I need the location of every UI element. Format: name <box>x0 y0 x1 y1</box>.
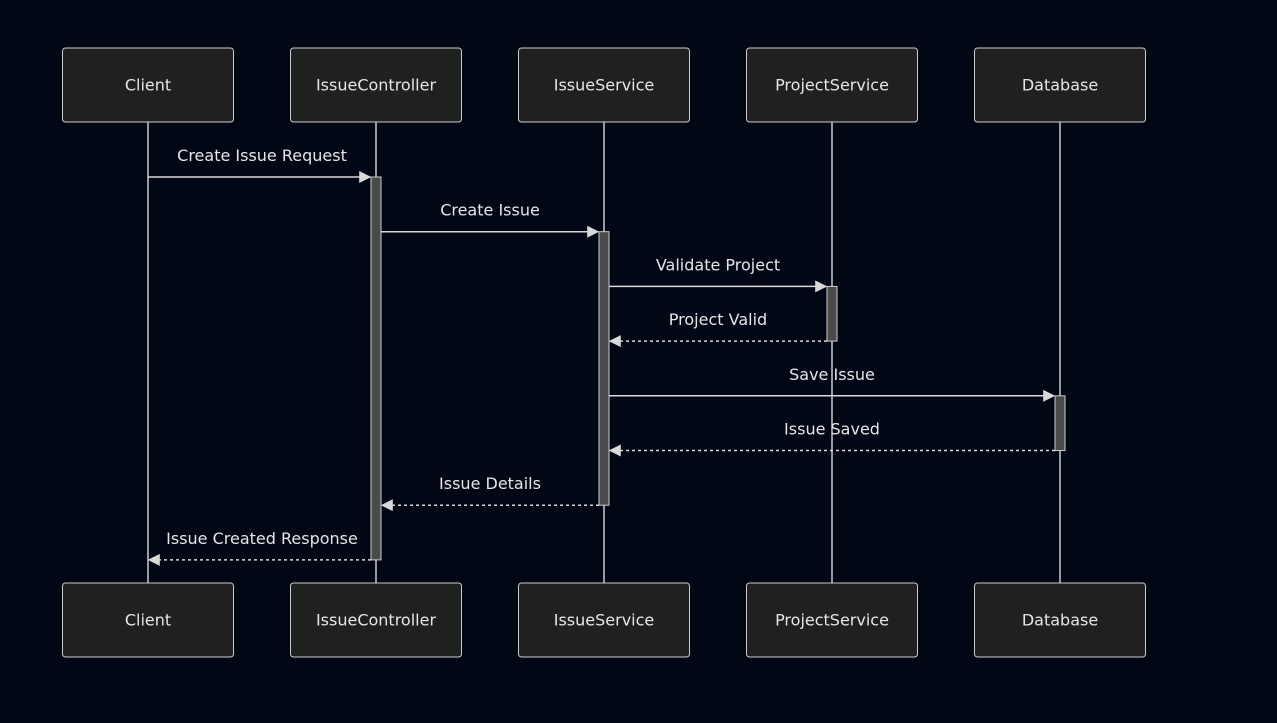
participant-database-top: Database <box>974 47 1146 123</box>
participant-label: IssueController <box>316 611 437 630</box>
participant-box <box>518 47 690 123</box>
participant-box <box>290 582 462 658</box>
participant-project-top: ProjectService <box>746 47 918 123</box>
message-label: Issue Saved <box>784 420 880 439</box>
message-8: Issue Created Response <box>147 529 371 566</box>
participant-label: Database <box>1022 611 1098 630</box>
activation-bar-database <box>1054 395 1066 451</box>
message-1: Create Issue Request <box>148 146 372 183</box>
message-label: Validate Project <box>656 255 780 274</box>
participant-label: Client <box>125 611 171 630</box>
participant-database-bottom: Database <box>974 582 1146 658</box>
message-label: Issue Details <box>439 474 541 493</box>
activation-bar-controller <box>370 176 382 561</box>
participant-label: IssueController <box>316 76 437 95</box>
participant-label: Client <box>125 76 171 95</box>
message-3: Validate Project <box>609 255 828 293</box>
message-4: Project Valid <box>608 310 827 348</box>
participant-client-top: Client <box>62 47 234 123</box>
participants-top: Client IssueController IssueService Project… <box>62 47 1146 123</box>
participant-label: IssueService <box>554 611 655 630</box>
message-5: Save Issue <box>609 365 1056 402</box>
participant-label: ProjectService <box>775 611 889 630</box>
message-label: Create Issue <box>440 201 540 220</box>
participant-label: ProjectService <box>775 76 889 95</box>
participant-box <box>290 47 462 123</box>
participants-bottom: Client IssueController IssueService Project… <box>62 582 1146 658</box>
message-6: Issue Saved <box>608 420 1055 457</box>
message-label: Issue Created Response <box>166 529 358 548</box>
participant-service-top: IssueService <box>518 47 690 123</box>
participant-controller-bottom: IssueController <box>290 582 462 658</box>
message-label: Create Issue Request <box>177 146 347 165</box>
participant-project-bottom: ProjectService <box>746 582 918 658</box>
participant-label: Database <box>1022 76 1098 95</box>
participant-box <box>974 47 1146 123</box>
participant-box <box>746 47 918 123</box>
activation-bar-project <box>826 285 838 342</box>
participant-box <box>518 582 690 658</box>
participant-box <box>62 47 234 123</box>
activation-bar-service <box>598 231 610 506</box>
message-7: Issue Details <box>380 474 599 512</box>
participant-box <box>62 582 234 658</box>
participant-service-bottom: IssueService <box>518 582 690 658</box>
participant-box <box>746 582 918 658</box>
message-label: Project Valid <box>669 310 767 329</box>
participant-box <box>974 582 1146 658</box>
activation-bars <box>370 176 1066 561</box>
participant-client-bottom: Client <box>62 582 234 658</box>
participant-controller-top: IssueController <box>290 47 462 123</box>
message-label: Save Issue <box>789 365 875 384</box>
message-2: Create Issue <box>381 201 600 238</box>
participant-label: IssueService <box>554 76 655 95</box>
